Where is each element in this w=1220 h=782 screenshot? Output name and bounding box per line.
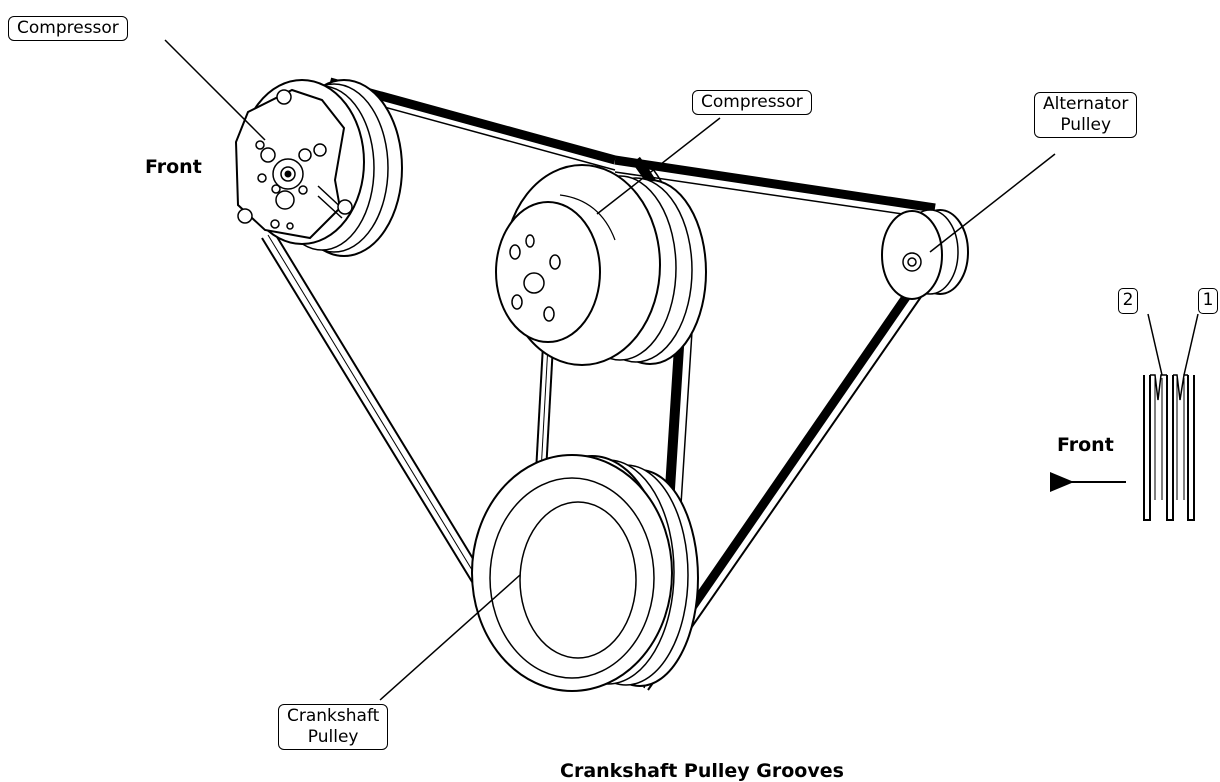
alternator-pulley	[881, 209, 969, 300]
leader-lines	[164, 39, 1199, 701]
crankshaft-pulley-label-line2: Pulley	[307, 727, 359, 747]
groove-1-label: 1	[1198, 288, 1218, 314]
compressor-clutch-plate	[234, 88, 353, 240]
alternator-pulley-label-line2: Pulley	[1060, 115, 1112, 135]
alternator-pulley-label-line1: Alternator	[1043, 94, 1129, 114]
compressor-top-left-label: Compressor	[8, 16, 128, 41]
compressor-center-label: Compressor	[692, 90, 812, 115]
compressor-center-pulley	[495, 164, 707, 366]
front-label-left: Front	[145, 156, 202, 178]
crankshaft-pulley-label-line1: Crankshaft	[287, 706, 380, 726]
alternator-pulley-label: Alternator Pulley	[1034, 92, 1138, 138]
groove-2-label: 2	[1118, 288, 1138, 314]
groove-cross-section	[1143, 374, 1195, 521]
crankshaft-grooves-caption: Crankshaft Pulley Grooves	[560, 760, 844, 782]
crankshaft-pulley	[471, 454, 699, 692]
front-label-right: Front	[1057, 434, 1114, 456]
crankshaft-pulley-label: Crankshaft Pulley	[278, 704, 389, 750]
